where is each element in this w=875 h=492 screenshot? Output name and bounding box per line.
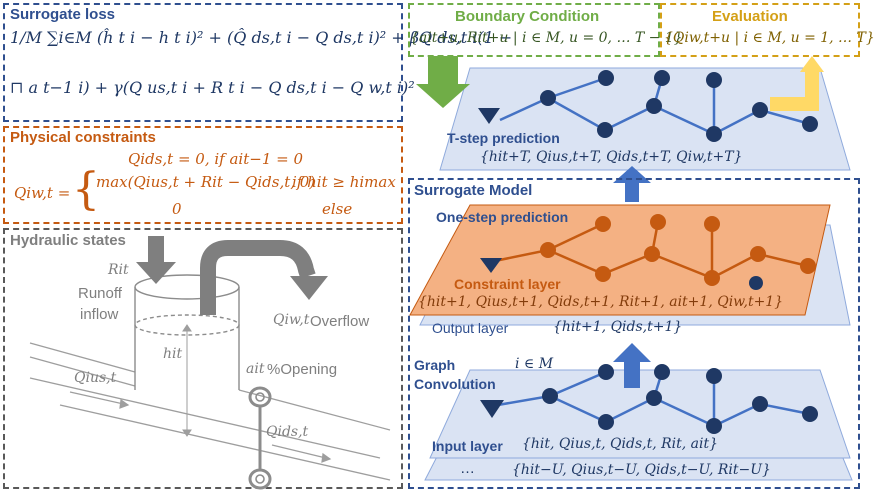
tstep-title: T-step prediction (447, 130, 560, 146)
opening-variable: ait (246, 361, 265, 377)
evaluation-title: Evaluation (712, 8, 788, 25)
physical-constraints-title: Physical constraints (10, 129, 156, 146)
graph-label: Graph (414, 357, 456, 373)
constraint-equation-lhs: Qiw,t = (14, 184, 71, 202)
boundary-down-arrow-icon (416, 56, 470, 108)
boundary-condition-title: Boundary Condition (455, 8, 600, 25)
output-layer-set: {hit+1, Qids,t+1} (553, 319, 683, 335)
tstep-up-arrow-icon (613, 166, 651, 202)
runoff-variable: Rit (108, 262, 129, 278)
overflow-variable: Qiw,t (273, 312, 310, 328)
constraint-equation-1: Qids,t = 0, if ait−1 = 0 (128, 150, 304, 168)
convolution-label: Convolution (414, 376, 496, 392)
output-layer-label: Output layer (432, 320, 509, 336)
overflow-arrow-icon (200, 240, 316, 315)
cases-brace: { (72, 164, 100, 215)
constraint-layer-label: Constraint layer (454, 276, 561, 292)
hydraulic-states-panel (3, 228, 403, 489)
node-set-label: i ∈ M (515, 356, 554, 372)
hydraulic-states-title: Hydraulic states (10, 232, 126, 249)
constraint-case-2: 0 (172, 200, 182, 218)
evaluation-arrow-icon (770, 70, 819, 111)
history-set: {hit−U, Qius,t−U, Qids,t−U, Rit−U} (512, 462, 771, 478)
runoff-label: Runoff (78, 285, 122, 302)
physical-constraints-panel (3, 126, 403, 224)
constraint-plane (409, 204, 831, 316)
opening-label: %Opening (267, 361, 338, 378)
downstream-flow-variable: Qids,t (266, 424, 309, 440)
loss-equation-line-1: 1/M ∑i∈M (ĥ t i − h t i)² + (Q̂ ds,t i −… (10, 28, 513, 47)
runoff-arrow-icon (136, 236, 176, 284)
graphconv-up-arrow-icon (613, 343, 651, 388)
constraint-layer-set: {hit+1, Qius,t+1, Qids,t+1, Rit+1, ait+1… (418, 294, 784, 310)
one-step-title: One-step prediction (436, 209, 569, 225)
loss-equation-line-2: ⊓ a t−1 i) + γ(Q us,t i + R t i − Q ds,t… (10, 78, 415, 97)
constraint-condition-1: if hit ≥ himax (292, 173, 396, 191)
inflow-label: inflow (80, 306, 119, 323)
constraint-condition-2: else (322, 200, 353, 218)
history-ellipsis: … (460, 460, 475, 477)
surrogate-loss-panel (3, 3, 403, 122)
tstep-set: {hit+T, Qius,t+T, Qids,t+T, Qiw,t+T} (480, 149, 743, 165)
evaluation-panel (660, 3, 860, 57)
surrogate-model-title: Surrogate Model (414, 182, 533, 199)
input-layer-set: {hit, Qius,t, Qids,t, Rit, ait} (522, 436, 719, 452)
overflow-label: Overflow (310, 313, 370, 330)
constraint-case-1: max(Qius,t + Rit − Qids,t, 0) (96, 173, 316, 191)
upstream-flow-variable: Qius,t (74, 370, 117, 386)
depth-variable: hit (163, 346, 183, 362)
surrogate-loss-title: Surrogate loss (10, 6, 116, 23)
boundary-condition-panel (408, 3, 660, 57)
boundary-condition-set: {ait+u, Rit+u | i ∈ M, u = 0, … T − 1} (410, 30, 683, 46)
evaluation-set: {Qiw,t+u | i ∈ M, u = 1, … T} (664, 30, 875, 46)
input-layer-label: Input layer (432, 438, 503, 454)
valve-icon (248, 386, 272, 490)
input-plane (429, 369, 851, 459)
surrogate-model-panel (408, 178, 860, 489)
